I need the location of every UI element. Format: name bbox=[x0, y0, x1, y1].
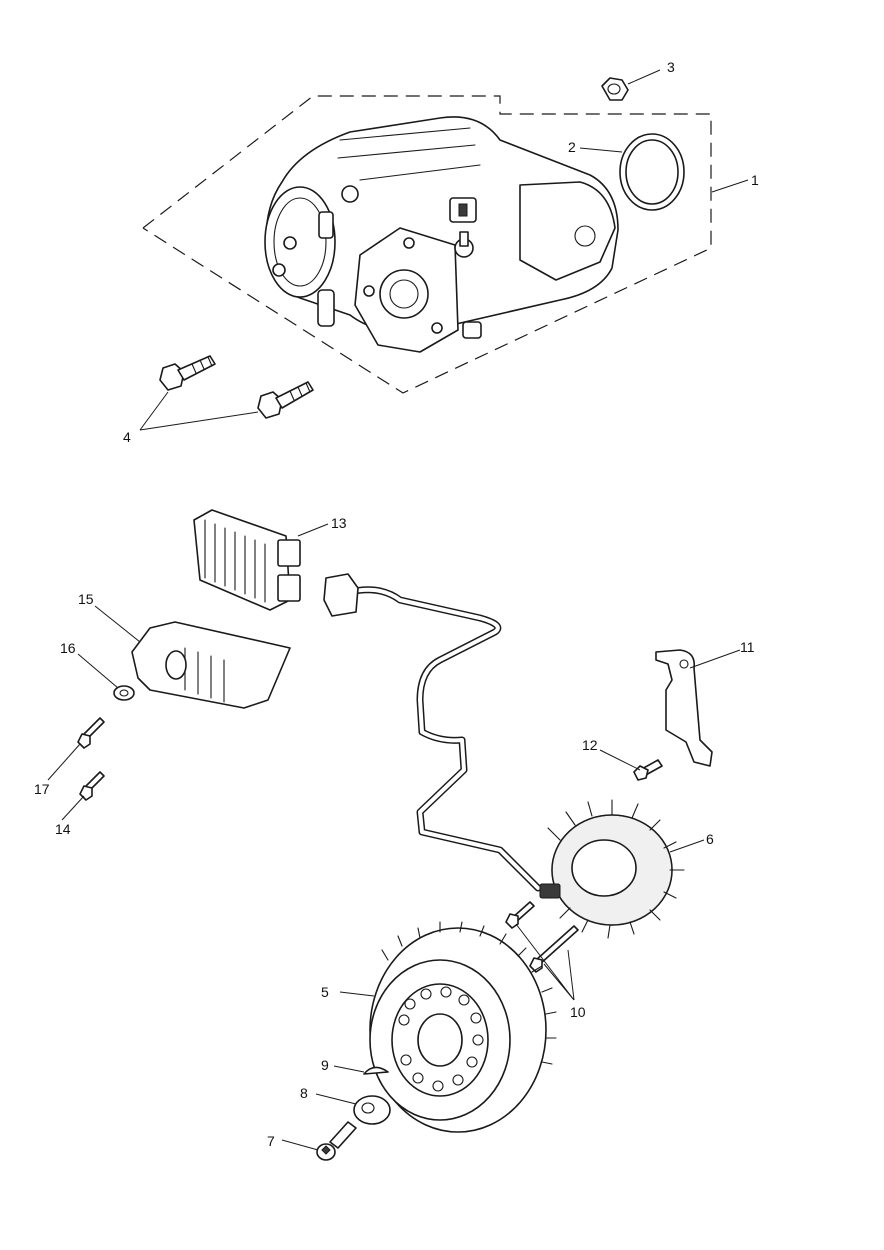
callout-8: 8 bbox=[300, 1085, 308, 1101]
regulator-rectifier bbox=[193, 509, 301, 611]
stator bbox=[539, 799, 685, 939]
stator-screw bbox=[505, 901, 535, 929]
callout-7: 7 bbox=[267, 1133, 275, 1149]
starter-bolt bbox=[159, 355, 216, 391]
shield-screw bbox=[77, 717, 105, 749]
heat-shield bbox=[131, 621, 291, 709]
callout-3: 3 bbox=[667, 59, 675, 75]
stator-screw bbox=[529, 925, 579, 973]
stator-wiring-harness bbox=[323, 573, 542, 892]
callout-13: 13 bbox=[331, 515, 347, 531]
flange-nut bbox=[601, 77, 629, 101]
callout-17: 17 bbox=[34, 781, 50, 797]
callout-5: 5 bbox=[321, 984, 329, 1000]
callout-2: 2 bbox=[568, 139, 576, 155]
starter-motor bbox=[264, 116, 619, 353]
bracket-screw bbox=[633, 759, 663, 781]
woodruff-key bbox=[363, 1066, 389, 1075]
rotor bbox=[369, 921, 557, 1133]
rotor-bolt bbox=[316, 1121, 357, 1161]
callout-14: 14 bbox=[55, 821, 71, 837]
callout-15: 15 bbox=[78, 591, 94, 607]
starter-assembly-outline bbox=[142, 95, 712, 394]
callout-12: 12 bbox=[582, 737, 598, 753]
leader-lines bbox=[47, 69, 749, 1151]
rotor-washer bbox=[353, 1095, 391, 1125]
callout-4: 4 bbox=[123, 429, 131, 445]
washer bbox=[113, 685, 135, 701]
callout-10: 10 bbox=[570, 1004, 586, 1020]
callout-11: 11 bbox=[740, 639, 755, 655]
o-ring bbox=[619, 133, 685, 211]
callout-16: 16 bbox=[60, 640, 76, 656]
wiring-bracket bbox=[655, 649, 713, 767]
callout-9: 9 bbox=[321, 1057, 329, 1073]
callout-6: 6 bbox=[706, 831, 714, 847]
starter-bolt bbox=[257, 381, 314, 419]
callout-1: 1 bbox=[751, 172, 759, 188]
